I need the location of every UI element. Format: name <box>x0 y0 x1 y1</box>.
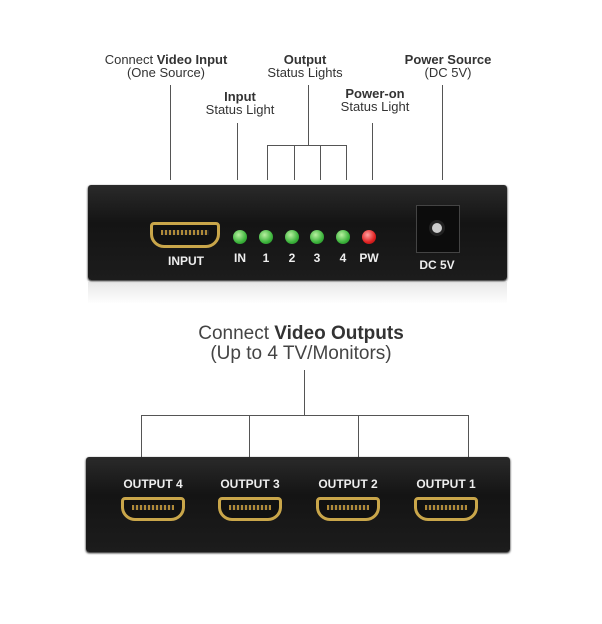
output-1-label: OUTPUT 1 <box>416 477 476 491</box>
outputs-heading: Connect Video Outputs(Up to 4 TV/Monitor… <box>198 323 404 364</box>
front-panel: INPUT IN 1 2 3 4 PW DC 5V <box>88 185 507 280</box>
led-in <box>233 230 247 244</box>
hdmi-output-2-port <box>316 497 380 521</box>
dc-jack-icon <box>429 220 445 236</box>
led-output-1 <box>259 230 273 244</box>
leader-line <box>141 415 142 457</box>
leader-line <box>372 123 373 180</box>
hdmi-output-3-port <box>218 497 282 521</box>
leader-line <box>267 145 347 146</box>
led-output-2 <box>285 230 299 244</box>
leader-line <box>237 123 238 180</box>
led-label: 4 <box>339 251 347 265</box>
leader-line <box>170 85 171 180</box>
input-port-label: INPUT <box>168 254 204 268</box>
led-label: 2 <box>288 251 296 265</box>
led-label: 1 <box>262 251 270 265</box>
led-label: PW <box>359 251 379 265</box>
output-2-label: OUTPUT 2 <box>318 477 378 491</box>
led-output-4 <box>336 230 350 244</box>
leader-line <box>320 145 321 180</box>
output-3-label: OUTPUT 3 <box>220 477 280 491</box>
led-label: IN <box>234 251 246 265</box>
led-output-3 <box>310 230 324 244</box>
back-panel: OUTPUT 4 OUTPUT 3 OUTPUT 2 OUTPUT 1 <box>86 457 510 552</box>
leader-line <box>442 85 443 180</box>
dc-label: DC 5V <box>419 258 455 272</box>
hdmi-output-1-port <box>414 497 478 521</box>
leader-line <box>141 415 469 416</box>
hdmi-input-port <box>150 222 220 248</box>
leader-line <box>358 415 359 457</box>
label-power-source: Power Source(DC 5V) <box>404 52 492 80</box>
leader-line <box>304 370 305 415</box>
hdmi-output-4-port <box>121 497 185 521</box>
output-4-label: OUTPUT 4 <box>123 477 183 491</box>
led-label: 3 <box>313 251 321 265</box>
leader-line <box>249 415 250 457</box>
led-power <box>362 230 376 244</box>
leader-line <box>294 145 295 180</box>
reflection <box>88 282 507 304</box>
leader-line <box>267 145 268 180</box>
dc-jack <box>416 205 460 253</box>
leader-line <box>308 85 309 145</box>
leader-line <box>346 145 347 180</box>
leader-line <box>468 415 469 457</box>
label-video-input: Connect Video Input(One Source) <box>104 52 228 80</box>
